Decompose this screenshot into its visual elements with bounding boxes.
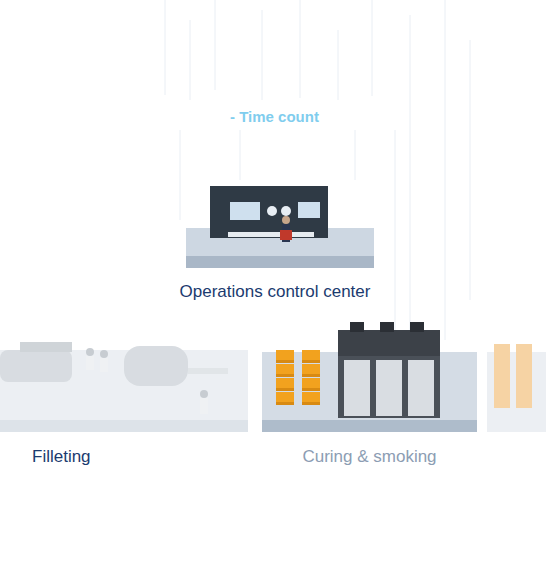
- filleting-node: Filleting: [0, 330, 250, 473]
- control-center-node: Operations control center: [170, 180, 380, 308]
- data-streaks: [165, 0, 470, 340]
- status-label: - Time count: [228, 108, 321, 126]
- filleting-platform: [0, 342, 248, 432]
- curing-platform: [262, 322, 477, 432]
- station-label: Operations control center: [178, 282, 373, 302]
- control-platform: [186, 186, 374, 268]
- station-label: Filleting: [30, 447, 93, 467]
- next-platform: [487, 344, 546, 432]
- station-label: Curing & smoking: [300, 447, 438, 467]
- curing-node: Curing & smoking: [262, 320, 477, 473]
